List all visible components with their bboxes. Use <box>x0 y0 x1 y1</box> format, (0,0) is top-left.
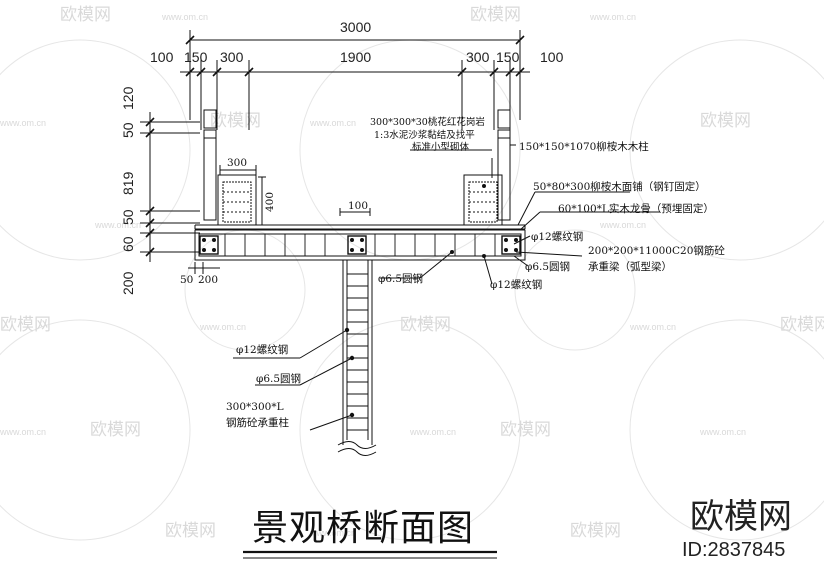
watermark-url: www.om.cn <box>409 427 456 437</box>
dim-top-left-3: 300 <box>220 49 244 65</box>
watermark-url: www.om.cn <box>629 322 676 332</box>
label-mortar: 1:3水泥沙浆黏结及找平 <box>374 129 475 141</box>
watermark-logo: 欧模网 <box>700 111 751 131</box>
label-rebar12-right: φ12螺纹钢 <box>531 230 583 243</box>
watermark-url: www.om.cn <box>599 220 646 230</box>
dim-top-left-1: 100 <box>150 49 174 65</box>
label-round65-right: φ6.5圆钢 <box>525 260 570 273</box>
dim-top-right-2: 150 <box>496 49 520 65</box>
dim-bottom-left-2: 200 <box>198 274 218 286</box>
watermark-url: www.om.cn <box>199 322 246 332</box>
dim-top-right-1: 300 <box>466 49 490 65</box>
beam-rebars <box>202 238 518 258</box>
watermark-url: www.om.cn <box>0 118 46 128</box>
watermark-url: www.om.cn <box>309 118 356 128</box>
brick-box-left <box>217 174 257 226</box>
dim-left-4: 50 <box>120 209 136 225</box>
left-dimensions <box>140 112 200 262</box>
watermark-logo: 欧模网 <box>780 315 824 335</box>
leader-lines <box>233 144 660 431</box>
watermark-url: www.om.cn <box>309 528 356 538</box>
label-granite: 300*300*30桃花红花岗岩 <box>370 116 485 128</box>
dim-left-6: 200 <box>120 271 136 295</box>
label-column-1: 300*300*L <box>226 401 284 413</box>
dim-bottom-left-1: 50 <box>180 274 193 286</box>
dim-top-left-2: 150 <box>184 49 208 65</box>
label-post: 150*150*1070柳桉木木柱 <box>519 140 649 153</box>
dim-top-right-3: 100 <box>540 49 564 65</box>
box-dimensions <box>219 165 371 226</box>
dim-left-5: 60 <box>120 236 136 252</box>
watermark-logo: 欧模网 <box>570 521 621 541</box>
label-deck: 50*80*300柳桉木面铺（钢钉固定） <box>533 180 706 193</box>
left-dimension-labels: 120 50 819 50 60 200 <box>120 86 136 295</box>
watermark-url: www.om.cn <box>699 427 746 437</box>
brand-logo: 欧模网 <box>690 497 792 537</box>
watermark-logo: 欧模网 <box>90 420 141 440</box>
label-round65-column: φ6.5圆钢 <box>256 372 301 385</box>
watermark-url: www.om.cn <box>161 12 208 22</box>
label-rebar12-mid: φ12螺纹钢 <box>490 278 542 291</box>
dim-gap: 100 <box>348 200 368 212</box>
label-beam-1: 200*200*11000C20钢筋砼 <box>588 244 725 257</box>
watermark-text: 欧模网 欧模网 欧模网 欧模网 欧模网 欧模网 欧模网 欧模网 欧模网 欧模网 … <box>0 5 824 541</box>
drawing-title: 景观桥断面图 <box>252 508 474 549</box>
top-dimensions <box>180 30 530 130</box>
label-beam-2: 承重梁（弧型梁） <box>588 260 672 273</box>
label-round65-mid: φ6.5圆钢 <box>378 272 423 285</box>
dim-box-width: 300 <box>227 157 247 169</box>
watermark-logo: 欧模网 <box>210 111 261 131</box>
column-rebars <box>344 327 355 418</box>
dim-left-1: 120 <box>120 86 136 110</box>
watermark-logo: 欧模网 <box>0 315 51 335</box>
column <box>337 260 377 456</box>
dim-total: 3000 <box>340 19 371 35</box>
label-keel: 60*100*L实木龙骨（预埋固定） <box>558 202 714 215</box>
label-column-2: 钢筋砼承重柱 <box>226 416 289 429</box>
dim-left-2: 50 <box>120 122 136 138</box>
watermark-url: www.om.cn <box>0 427 46 437</box>
label-rebar12-column: φ12螺纹钢 <box>236 343 288 356</box>
dim-box-height: 400 <box>264 192 276 212</box>
watermark-logo: 欧模网 <box>165 521 216 541</box>
watermark-url: www.om.cn <box>589 12 636 22</box>
watermark-url: www.om.cn <box>94 220 141 230</box>
brand-id: ID:2837845 <box>682 539 785 561</box>
dim-top-center: 1900 <box>340 49 371 65</box>
deck-boards <box>194 224 526 230</box>
annotations: 300*300*30桃花红花岗岩 1:3水泥沙浆黏结及找平 标准小型砌体 150… <box>226 116 725 429</box>
label-brick: 标准小型砌体 <box>412 141 470 153</box>
watermark-logo: 欧模网 <box>470 5 521 25</box>
dim-left-3: 819 <box>120 171 136 195</box>
watermark-logo: 欧模网 <box>60 5 111 25</box>
title-underline <box>243 550 497 559</box>
watermark-logo: 欧模网 <box>400 315 451 335</box>
bottom-left-dimensions <box>188 262 220 274</box>
watermark-logo: 欧模网 <box>500 420 551 440</box>
beam <box>194 229 526 261</box>
